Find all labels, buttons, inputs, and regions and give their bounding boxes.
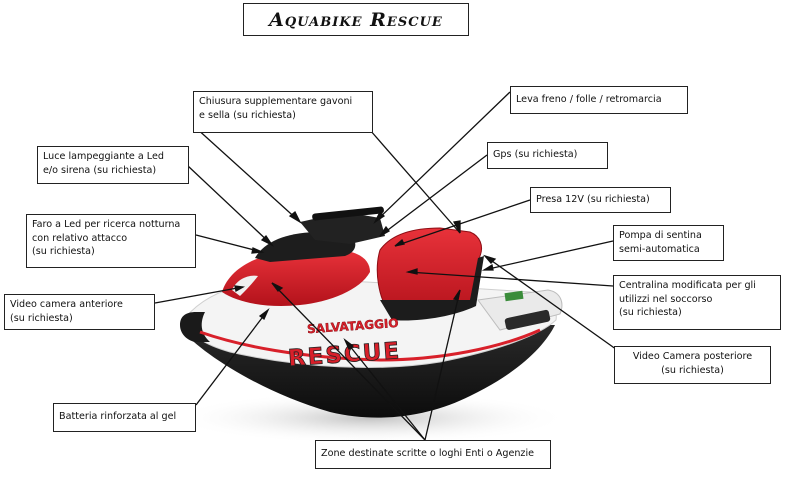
leader-presa bbox=[394, 199, 531, 247]
label-leva: Leva freno / folle / retromarcia bbox=[510, 86, 688, 114]
leader-lines bbox=[154, 91, 621, 441]
leader-chiusura-2 bbox=[369, 129, 461, 234]
arrowhead bbox=[271, 282, 284, 292]
label-pompa: Pompa di sentina semi-automatica bbox=[613, 225, 724, 261]
hull-bottom bbox=[182, 325, 555, 418]
leader-faro bbox=[195, 234, 263, 253]
side-badge bbox=[504, 290, 524, 302]
arrowhead bbox=[258, 307, 270, 321]
leader-zone-1 bbox=[271, 282, 426, 441]
leader-video-post bbox=[484, 255, 621, 353]
label-video-anteriore: Video camera anteriore (su richiesta) bbox=[4, 294, 155, 330]
arrowhead bbox=[373, 210, 386, 224]
label-batteria: Batteria rinforzata al gel bbox=[53, 403, 196, 432]
seat-side bbox=[380, 256, 484, 321]
arrowhead bbox=[379, 225, 390, 237]
arrowhead bbox=[288, 210, 302, 224]
arrowhead bbox=[481, 263, 494, 271]
label-video-posteriore: Video Camera posteriore (su richiesta) bbox=[614, 346, 771, 384]
arrowhead bbox=[260, 234, 274, 247]
arrowhead bbox=[452, 289, 461, 301]
handlebar bbox=[312, 206, 384, 221]
front-bumper bbox=[180, 312, 210, 342]
console bbox=[300, 212, 385, 244]
label-centralina: Centralina modificata per gli utilizzi n… bbox=[613, 275, 781, 330]
arrowhead bbox=[483, 254, 497, 264]
red-stripe bbox=[199, 328, 541, 362]
rear-platform bbox=[477, 289, 563, 331]
arrowhead bbox=[234, 285, 246, 293]
page-title: Aquabike Rescue bbox=[269, 8, 443, 31]
shadow bbox=[170, 392, 570, 444]
arrowhead bbox=[343, 337, 355, 351]
front-deck bbox=[222, 250, 370, 306]
title-box: Aquabike Rescue bbox=[243, 3, 469, 36]
label-gps: Gps (su richiesta) bbox=[487, 142, 608, 169]
arrowhead bbox=[405, 268, 418, 275]
leader-gps bbox=[379, 154, 488, 237]
leader-batteria bbox=[195, 309, 269, 406]
label-chiusura: Chiusura supplementare gavoni e sella (s… bbox=[193, 91, 373, 133]
label-presa: Presa 12V (su richiesta) bbox=[530, 187, 671, 213]
leader-zone-3 bbox=[424, 289, 461, 441]
leader-zone-2 bbox=[344, 339, 426, 441]
leader-chiusura-1 bbox=[194, 126, 301, 223]
arrowhead bbox=[452, 220, 461, 234]
label-luce: Luce lampeggiante a Led e/o sirena (su r… bbox=[37, 146, 189, 184]
hull-salvataggio-text: SALVATAGGIO bbox=[307, 316, 399, 336]
leader-centralina bbox=[407, 271, 614, 287]
label-faro: Faro a Led per ricerca notturna con rela… bbox=[26, 214, 196, 268]
front-light bbox=[232, 275, 258, 296]
label-zone: Zone destinate scritte o loghi Enti o Ag… bbox=[315, 440, 551, 469]
leader-video-ant bbox=[154, 286, 244, 304]
arrowhead bbox=[251, 247, 265, 254]
rear-grip bbox=[504, 309, 551, 330]
leader-leva bbox=[374, 91, 511, 223]
leader-luce bbox=[187, 165, 273, 246]
leader-pompa bbox=[483, 240, 614, 271]
arrowhead bbox=[394, 238, 405, 247]
